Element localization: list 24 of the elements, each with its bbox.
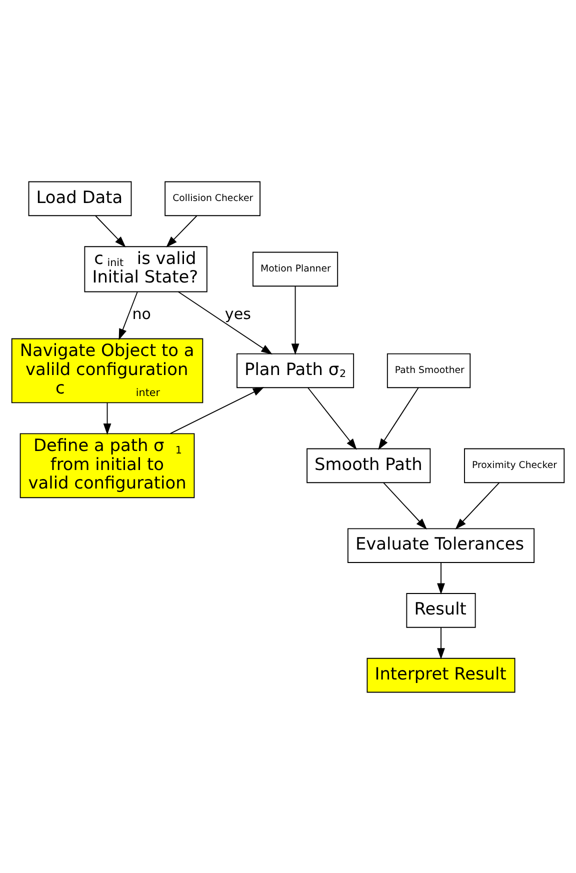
node-box: Motion Planner [252,251,338,286]
node-box: Evaluate Tolerances [347,528,535,562]
edge-label: no [132,304,151,322]
arrow [166,214,198,247]
arrow [291,285,300,354]
node-box: Proximity Checker [464,448,565,483]
node-box: Result [406,592,476,628]
arrow [455,482,500,530]
node-box: Collision Checker [164,180,260,216]
node-box: Interpret Result [366,657,516,692]
arrow [118,290,138,340]
arrow [383,482,427,530]
arrow [103,402,112,434]
arrow [170,386,264,434]
arrow [437,562,445,594]
node-box: Load Data [28,180,132,216]
arrow [178,290,272,354]
arrow [308,386,357,450]
arrow [95,214,126,247]
edge-label: yes [224,304,251,322]
node-box: Smooth Path [306,448,431,483]
arrow [378,386,419,450]
node-box: Path Smoother [386,352,471,388]
arrow [437,626,445,659]
